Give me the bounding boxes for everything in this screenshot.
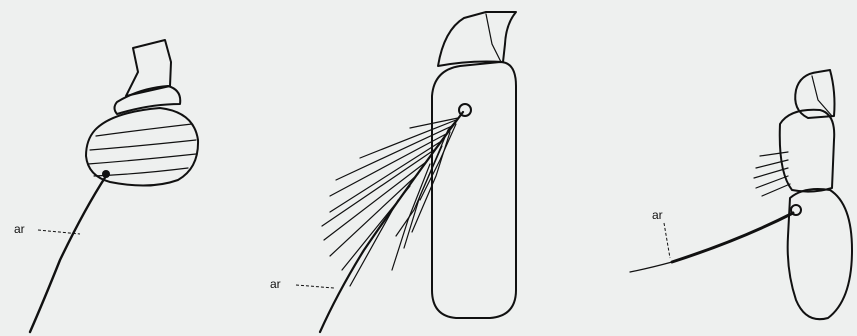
- panel-3-antenna: ar: [630, 70, 852, 319]
- panel-3-leader: [664, 223, 670, 258]
- panel-1-label: ar: [14, 222, 25, 236]
- panel-3-label: ar: [652, 208, 663, 222]
- panel-2-label: ar: [270, 277, 281, 291]
- panel-2-basal-segment: [438, 12, 516, 66]
- panel-2-flagellomere: [432, 62, 516, 318]
- panel-2-antenna: ar: [270, 12, 516, 332]
- panel-3-pedicel: [780, 110, 834, 192]
- panel-1-annulation: [88, 154, 196, 164]
- panel-2-leader: [296, 285, 334, 288]
- panel-3-arista-tip: [630, 262, 672, 272]
- panel-1-annulation: [96, 124, 192, 136]
- panel-2-arista-hairs: [322, 116, 460, 286]
- panel-1-annulation: [90, 140, 196, 150]
- panel-1-antenna: ar: [14, 40, 198, 332]
- panel-3-arista: [672, 213, 793, 262]
- panel-2-basal-detail: [486, 14, 501, 62]
- panel-1-scape: [126, 40, 171, 96]
- panel-1-arista: [30, 176, 106, 332]
